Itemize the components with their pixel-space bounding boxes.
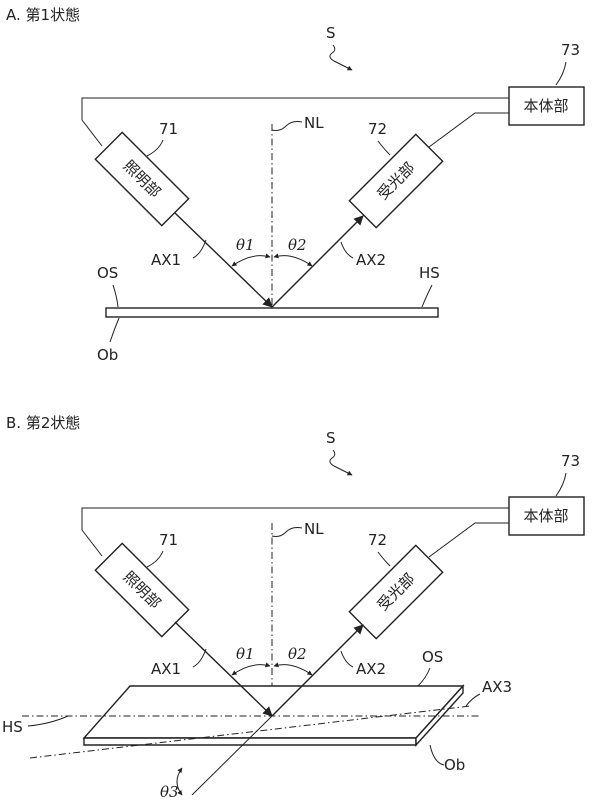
panel-b-axis3-ray bbox=[191, 715, 273, 796]
panel-b-axis3-line bbox=[29, 705, 471, 759]
panel-b-os-label: OS bbox=[422, 648, 443, 666]
panel-a: A. 第1状態 S 本体部 73 照明部 71 受光部 72 NL bbox=[6, 6, 585, 364]
panel-b-cable-receiver bbox=[428, 522, 509, 558]
panel-a-hs-label: HS bbox=[419, 264, 440, 282]
panel-a-cable-receiver bbox=[428, 112, 509, 148]
panel-b-axis3-label: AX3 bbox=[482, 678, 512, 696]
panel-b-body-unit-leader bbox=[555, 472, 567, 497]
panel-b-axis2-label: AX2 bbox=[356, 660, 386, 678]
panel-a-body-unit-ref: 73 bbox=[561, 41, 580, 59]
panel-b-ob-leader bbox=[429, 744, 445, 766]
panel-b-axis2-ray bbox=[271, 624, 364, 717]
panel-a-object-plate bbox=[105, 307, 439, 318]
panel-b-s-label: S bbox=[326, 429, 336, 447]
panel-a-axis2-leader bbox=[340, 241, 354, 259]
panel-b-object-plate-top bbox=[82, 685, 465, 739]
panel-a-axis1-label: AX1 bbox=[151, 251, 181, 269]
panel-b-axis1-leader bbox=[192, 648, 207, 668]
panel-a-axis2-ray bbox=[271, 215, 364, 308]
panel-b-theta2-arc bbox=[273, 662, 313, 676]
panel-b-illumination-unit bbox=[94, 542, 190, 638]
panel-a-receiver-leader bbox=[377, 140, 391, 156]
panel-a-body-unit-leader bbox=[555, 61, 567, 86]
panel-b-normal-leader bbox=[271, 527, 303, 537]
panel-a-s-label: S bbox=[326, 24, 336, 42]
panel-b-axis3-leader bbox=[465, 693, 481, 707]
panel-a-axis2-label: AX2 bbox=[356, 251, 386, 269]
panel-a-body-unit-label: 本体部 bbox=[523, 97, 568, 115]
panel-b-normal-label: NL bbox=[304, 520, 324, 538]
panel-a-axis1-ray bbox=[174, 212, 273, 308]
panel-b-theta2: θ2 bbox=[288, 645, 307, 663]
panel-a-normal-leader bbox=[271, 121, 303, 131]
panel-b-hs-leader bbox=[27, 715, 69, 727]
panel-a-axis1-leader bbox=[192, 239, 207, 259]
panel-a-heading: A. 第1状態 bbox=[6, 6, 80, 24]
panel-b-ob-label: Ob bbox=[444, 756, 465, 774]
panel-a-theta1-arc bbox=[231, 253, 271, 267]
panel-a-theta1: θ1 bbox=[236, 236, 255, 254]
panel-a-cable-illumination bbox=[81, 97, 509, 147]
panel-a-hs-leader bbox=[421, 284, 433, 308]
panel-a-theta2-arc bbox=[273, 253, 313, 267]
panel-b-s-arrow bbox=[329, 449, 353, 476]
panel-a-receiver-unit bbox=[348, 133, 444, 229]
panel-b-illumination-leader bbox=[146, 550, 164, 568]
panel-b-axis1-ray bbox=[174, 621, 273, 717]
panel-b-heading: B. 第2状態 bbox=[6, 414, 80, 432]
panel-b-axis2-leader bbox=[340, 650, 354, 668]
panel-b-theta1: θ1 bbox=[236, 645, 255, 663]
panel-b-hs-label: HS bbox=[2, 718, 23, 736]
panel-b-body-unit bbox=[508, 496, 585, 536]
panel-a-illumination-ref: 71 bbox=[159, 120, 178, 138]
panel-a-body-unit bbox=[508, 86, 585, 126]
panel-a-illumination-leader bbox=[146, 139, 164, 157]
panel-b-theta1-arc bbox=[231, 662, 271, 676]
panel-b: B. 第2状態 S 本体部 73 照明部 71 受光部 72 NL bbox=[2, 414, 585, 801]
panel-a-s-arrow bbox=[329, 44, 353, 71]
panel-b-theta3-arc bbox=[176, 767, 183, 796]
panel-b-os-leader bbox=[417, 667, 431, 687]
panel-a-os-label: OS bbox=[97, 264, 118, 282]
panel-b-cable-illumination bbox=[81, 507, 509, 557]
panel-a-os-leader bbox=[112, 284, 119, 308]
panel-a-ob-leader bbox=[109, 317, 120, 343]
panel-b-body-unit-label: 本体部 bbox=[523, 507, 568, 525]
panel-b-object-plate-edge bbox=[83, 737, 417, 746]
panel-b-body-unit-ref: 73 bbox=[561, 452, 580, 470]
panel-a-theta2: θ2 bbox=[288, 236, 307, 254]
panel-b-theta3: θ3 bbox=[160, 783, 179, 801]
panel-b-axis1-label: AX1 bbox=[151, 660, 181, 678]
panel-a-ob-label: Ob bbox=[97, 346, 118, 364]
panel-b-receiver-ref: 72 bbox=[368, 531, 387, 549]
panel-a-receiver-ref: 72 bbox=[368, 120, 387, 138]
panel-b-illumination-ref: 71 bbox=[159, 531, 178, 549]
panel-b-receiver-leader bbox=[377, 551, 391, 567]
panel-a-normal-label: NL bbox=[304, 114, 324, 132]
panel-a-illumination-unit bbox=[94, 131, 190, 227]
